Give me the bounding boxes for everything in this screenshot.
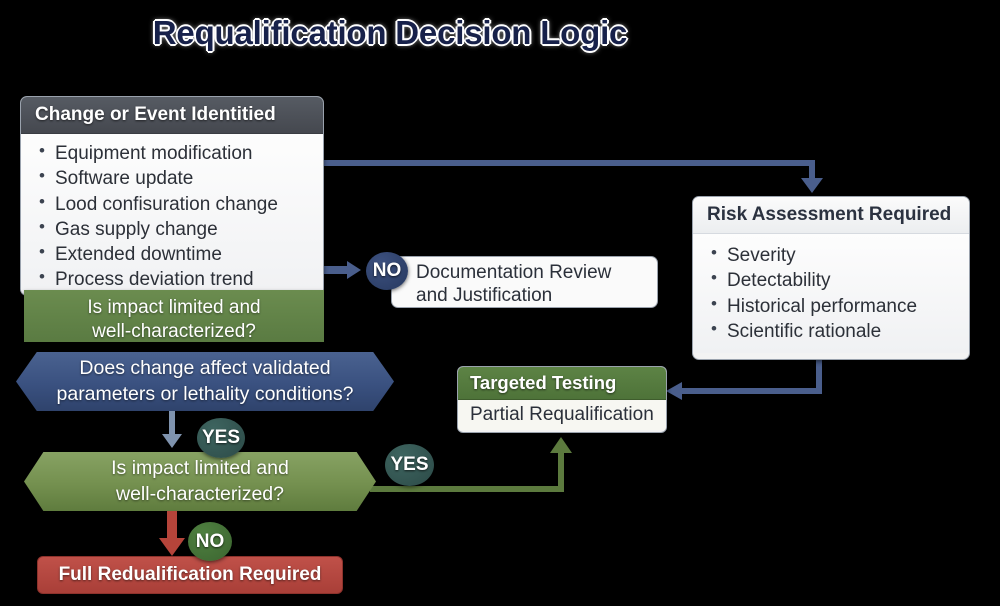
impact-band-line-1: Is impact limited and <box>87 297 261 318</box>
page-title: Requalification Decision Logic <box>152 14 628 51</box>
connector-change-to-documentation <box>321 266 349 274</box>
node-impact-limited-decision[interactable]: Is impact limited and well-characterized… <box>24 452 376 511</box>
node-validated-parameters-decision[interactable]: Does change affect validated parameters … <box>16 352 394 411</box>
connector-risk-to-targeted-vertical <box>816 358 822 394</box>
arrow-head-into-impact-hex <box>162 434 182 448</box>
connector-impact-to-targeted-vertical <box>558 452 564 492</box>
badge-no-full-requal: NO <box>188 522 232 561</box>
list-item: Lood confisuration change <box>39 191 313 217</box>
node-documentation-review[interactable]: Documentation Review and Justification <box>391 256 658 308</box>
list-item: Equipment modification <box>39 140 313 166</box>
arrow-head-into-full-requal <box>159 538 185 556</box>
list-item: Process deviation trend <box>39 266 313 292</box>
validated-params-line-1: Does change affect validated <box>79 357 331 380</box>
badge-no-documentation-label: NO <box>372 260 402 281</box>
partial-requalification-label: Partial Requalification <box>470 404 654 425</box>
arrow-head-into-targeted-testing <box>666 382 682 400</box>
badge-no-full-requal-label: NO <box>195 530 225 552</box>
documentation-line-2: and Justification <box>416 285 553 307</box>
impact-hex-line-2: well-characterized? <box>116 482 284 505</box>
arrow-head-into-partial-requalification <box>550 437 572 453</box>
risk-assessment-bullet-list: Severity Detectability Historical perfor… <box>703 242 959 344</box>
node-change-or-event-body: Equipment modification Software update L… <box>21 134 323 295</box>
node-targeted-testing[interactable]: Targeted Testing Partial Requalification <box>457 366 667 433</box>
documentation-line-1: Documentation Review <box>416 262 612 283</box>
change-event-bullet-list: Equipment modification Software update L… <box>31 140 313 293</box>
list-item: Detectability <box>711 267 959 293</box>
arrow-head-into-documentation <box>347 261 361 279</box>
impact-hex-text: Is impact limited and well-characterized… <box>111 456 289 507</box>
list-item: Historical performance <box>711 293 959 319</box>
badge-yes-validated: YES <box>197 418 245 458</box>
node-risk-assessment-body: Severity Detectability Historical perfor… <box>693 234 969 354</box>
node-change-or-event[interactable]: Change or Event Identitied Equipment mod… <box>20 96 324 296</box>
node-targeted-testing-header: Targeted Testing <box>458 367 666 400</box>
list-item: Extended downtime <box>39 241 313 267</box>
full-requal-label: Full Redualification Required <box>58 564 322 585</box>
connector-change-to-risk-vertical <box>809 160 815 180</box>
connector-risk-to-targeted-horizontal <box>681 388 822 394</box>
badge-yes-validated-label: YES <box>201 427 241 448</box>
node-targeted-testing-body: Partial Requalification <box>458 400 666 430</box>
connector-change-to-risk-horizontal <box>318 160 814 166</box>
connector-impact-to-full-requal <box>167 511 177 541</box>
connector-validated-to-impact-line <box>169 410 175 436</box>
documentation-review-text: Documentation Review and Justification <box>392 257 657 307</box>
list-item: Severity <box>711 242 959 268</box>
node-risk-assessment[interactable]: Risk Assessment Required Severity Detect… <box>692 196 970 360</box>
impact-band-line-2: well-characterized? <box>92 321 256 343</box>
validated-params-line-2: parameters or lethality conditions? <box>56 382 354 405</box>
badge-no-documentation: NO <box>366 252 408 290</box>
list-item: Scientific rationale <box>711 318 959 344</box>
list-item: Gas supply change <box>39 216 313 242</box>
badge-yes-targeted-label: YES <box>390 454 429 475</box>
node-impact-limited-band[interactable]: Is impact limited and well-characterized… <box>24 290 324 342</box>
impact-hex-line-1: Is impact limited and <box>111 457 289 480</box>
validated-params-text: Does change affect validated parameters … <box>57 356 354 407</box>
node-change-or-event-header: Change or Event Identitied <box>21 97 323 134</box>
node-full-requalification-required[interactable]: Full Redualification Required <box>37 556 343 594</box>
node-risk-assessment-header: Risk Assessment Required <box>693 197 969 234</box>
arrow-head-into-risk-assessment <box>801 178 823 193</box>
list-item: Software update <box>39 165 313 191</box>
badge-yes-targeted: YES <box>385 444 434 486</box>
connector-impact-to-targeted-horizontal <box>370 486 564 492</box>
